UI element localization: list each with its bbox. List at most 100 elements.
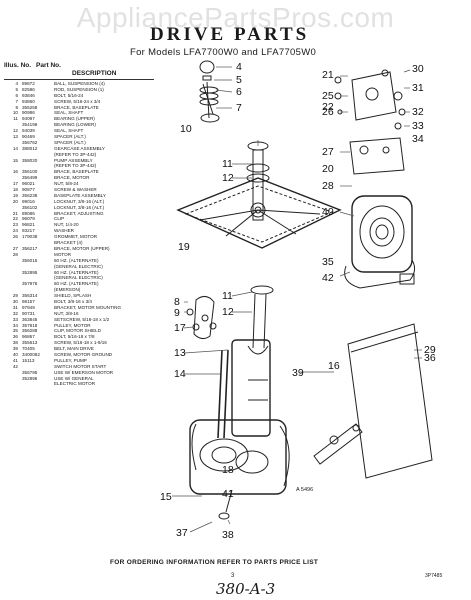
- description-cell: ELECTRIC MOTOR: [54, 381, 96, 387]
- description-cell: USE W/ GENERAL: [54, 375, 94, 381]
- description-cell: BRACE, BASEPLATE: [54, 104, 99, 110]
- illus-no-cell: 29: [12, 293, 18, 299]
- parts-list-row: BRACKET (4): [4, 240, 174, 246]
- callout-26: 26: [322, 106, 334, 118]
- callout-14: 14: [174, 368, 186, 380]
- description-cell: 60 HZ. (ALTERNATE): [54, 281, 99, 287]
- part-no-cell: 90469: [22, 134, 35, 140]
- callout-7: 7: [236, 102, 242, 114]
- description-cell: NUT, 5/8-24: [54, 181, 79, 187]
- illus-no-cell: 5: [15, 86, 18, 92]
- illus-no-cell: 4: [15, 81, 18, 86]
- description-cell: MOTOR: [54, 251, 72, 257]
- illus-no-cell: 40: [12, 351, 18, 357]
- illus-no-cell: 41: [12, 357, 18, 363]
- part-no-cell: 93217: [22, 228, 35, 234]
- part-no-cell: 98157: [22, 298, 35, 304]
- description-cell: NUT, 1/4-20: [54, 222, 79, 228]
- motor: [351, 195, 413, 273]
- illus-no-cell: 27: [12, 245, 18, 251]
- part-no-cell: 352895: [22, 269, 38, 275]
- gearcase-assembly: [231, 339, 271, 437]
- parts-list-row: (REFER TO 3P-442): [4, 152, 174, 158]
- callout-40: 40: [322, 206, 334, 218]
- description-cell: SCREW, MOTOR GROUND: [54, 351, 113, 357]
- clip: [247, 345, 269, 355]
- suspension-washer: [200, 113, 220, 123]
- description-cell: BEARING (UPPER): [54, 116, 95, 122]
- suspension-ball: [199, 60, 215, 74]
- description-cell: PULLEY, MOTOR: [54, 322, 91, 328]
- description-cell: BRACKET, MOTOR MOUNTING: [54, 304, 122, 310]
- callout-10: 10: [180, 123, 192, 135]
- illus-no-cell: 18: [12, 187, 18, 193]
- part-no-cell: 356217: [22, 245, 38, 251]
- part-no-cell: 179038: [22, 234, 38, 240]
- motor-mount: [344, 259, 416, 289]
- illus-no-cell: 39: [12, 346, 18, 352]
- callout-32: 32: [412, 106, 424, 118]
- description-cell: SCREW & WASHER: [54, 187, 97, 193]
- callout-33: 33: [412, 120, 424, 132]
- illus-no-cell: 8: [15, 104, 18, 110]
- callout-13: 13: [174, 347, 186, 359]
- baseplate: [176, 177, 342, 249]
- callout-16: 16: [328, 360, 340, 372]
- description-cell: BRACE, BASEPLATE: [54, 169, 99, 175]
- callout-22: 22: [322, 101, 334, 113]
- callout-25: 25: [322, 90, 334, 102]
- column-header-illus-no: Illus. No.: [4, 62, 32, 69]
- callout-15: 15: [160, 491, 172, 503]
- parts-list-row: (GENERAL ELECTRIC): [4, 275, 174, 281]
- callout-6: 6: [236, 86, 242, 98]
- washer: [192, 323, 200, 331]
- description-cell: BRACE, MOTOR: [54, 175, 90, 181]
- column-header-description: DESCRIPTION: [72, 70, 117, 77]
- part-no-cell: 357976: [22, 281, 38, 287]
- part-no-cell: 99016: [22, 198, 35, 204]
- part-no-cell: 356102: [22, 204, 38, 210]
- part-no-cell: 363845: [22, 316, 38, 322]
- description-cell: ROD, SUSPENSION (1): [54, 86, 104, 92]
- illus-no-cell: 16: [12, 169, 18, 175]
- callout-30: 30: [412, 63, 424, 75]
- callout-34: 34: [412, 133, 424, 145]
- illus-no-cell: 21: [12, 210, 18, 216]
- part-no-cell: 356795: [22, 369, 38, 375]
- illus-no-cell: 17: [12, 181, 18, 187]
- parts-list-row: (REFER TO 3P-442): [4, 163, 174, 169]
- part-no-cell: 15113: [22, 357, 35, 363]
- illus-no-cell: 6: [15, 92, 18, 98]
- form-code: 3P7485: [425, 573, 443, 579]
- part-no-cell: 93846: [22, 92, 35, 98]
- part-no-cell: 356762: [22, 139, 38, 145]
- callout-5: 5: [236, 74, 242, 86]
- description-cell: SCREW, 5/16-18 x 1-9/16: [54, 340, 107, 346]
- part-no-cell: 355258: [22, 104, 38, 110]
- description-cell: NUT, 3/8-16: [54, 310, 79, 316]
- pump-housing: [189, 419, 287, 495]
- illus-no-cell: 31: [12, 304, 18, 310]
- callout-18: 18: [222, 464, 234, 476]
- callout-12: 12: [222, 306, 234, 318]
- illus-no-cell: 15: [12, 157, 18, 163]
- description-cell: WASHER: [54, 228, 74, 234]
- callout-36: 36: [424, 352, 436, 364]
- watermark: AppliancePartsPros.com: [76, 2, 395, 33]
- description-cell: (GENERAL ELECTRIC): [54, 275, 103, 281]
- part-no-cell: 94039: [22, 128, 35, 134]
- part-no-cell: 96821: [22, 222, 35, 228]
